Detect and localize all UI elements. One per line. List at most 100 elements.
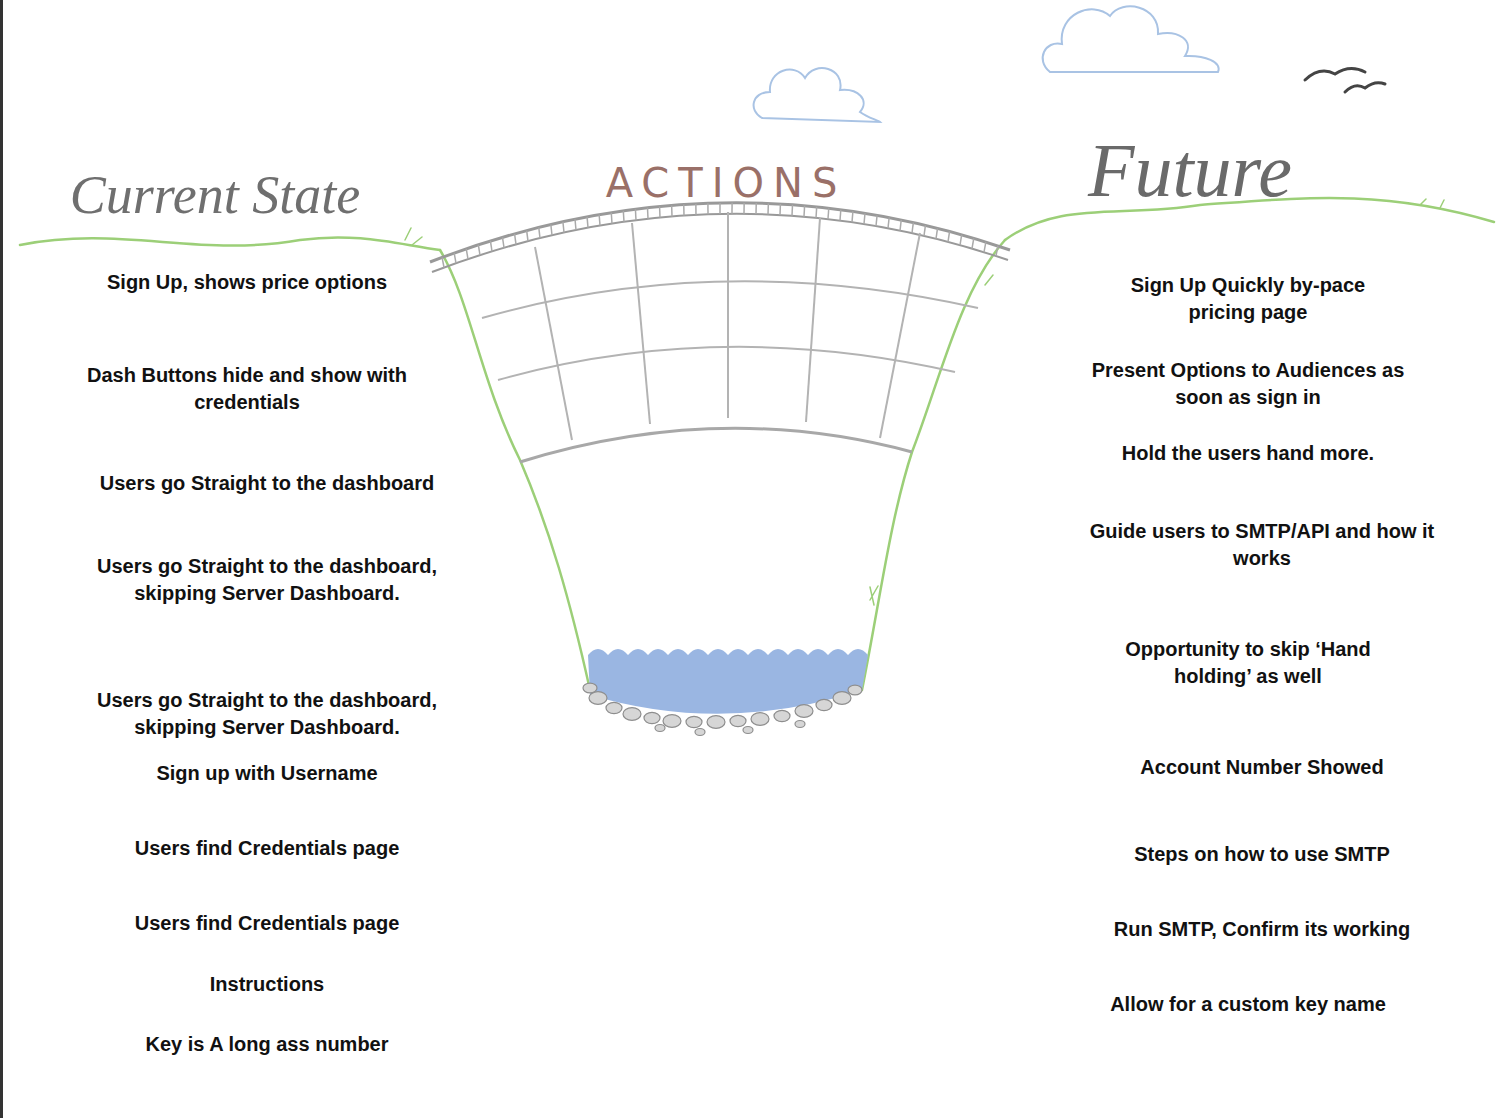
note-text: Allow for a custom key name <box>1110 991 1386 1018</box>
stone <box>848 685 862 695</box>
stone <box>686 716 702 727</box>
cloud <box>754 68 880 122</box>
note-text: Key is A long ass number <box>145 1031 388 1058</box>
stone <box>655 725 665 732</box>
rail-tick <box>791 205 793 216</box>
left-cliff <box>440 250 590 690</box>
bridge-post <box>632 223 650 424</box>
rail-tick <box>598 215 600 226</box>
bridge-post <box>727 212 729 418</box>
rail-tick <box>839 210 841 221</box>
rail-tick <box>960 235 962 245</box>
note-text: Sign Up, shows price options <box>107 269 387 296</box>
note-text: Instructions <box>210 971 324 998</box>
rail-tick <box>539 227 540 238</box>
rail-tick <box>442 257 444 267</box>
stone <box>816 699 832 710</box>
grass-tufts <box>405 199 1444 605</box>
bridge-rail-bottom <box>432 214 1008 272</box>
note-text: Dash Buttons hide and show with credenti… <box>87 362 407 416</box>
page-edge <box>0 0 3 1118</box>
stones <box>583 683 862 735</box>
bridge-post <box>806 218 820 422</box>
rail-tick <box>936 228 938 238</box>
rail-tick <box>527 231 528 242</box>
note-text: Users go Straight to the dashboard <box>100 470 434 497</box>
rail-tick <box>466 249 468 259</box>
rail-tick <box>683 205 685 216</box>
bridge-rail-top <box>430 203 1010 262</box>
note-text: Users go Straight to the dashboard, skip… <box>71 553 463 607</box>
rail-tick <box>972 238 974 248</box>
note-text: Users find Credentials page <box>135 835 400 862</box>
water <box>583 649 868 736</box>
bridge-arch <box>520 428 912 462</box>
ground-lines <box>20 198 1494 690</box>
rail-tick <box>827 208 829 219</box>
birds <box>1305 68 1385 92</box>
right-cliff <box>862 240 1005 690</box>
stone <box>663 715 681 728</box>
heading: Future <box>1088 128 1292 212</box>
rail-tick <box>864 213 865 224</box>
rail-tick <box>515 234 516 244</box>
bridge <box>430 203 1010 462</box>
rail-tick <box>490 241 492 251</box>
note-text: Account Number Showed <box>1140 754 1383 781</box>
note-text: Present Options to Audiences as soon as … <box>1074 357 1422 411</box>
note-text: Guide users to SMTP/API and how it works <box>1088 518 1436 572</box>
bridge-beam <box>498 347 955 380</box>
left-ground <box>20 237 440 250</box>
stone <box>795 721 805 728</box>
rail-tick <box>900 220 901 231</box>
bird <box>1345 83 1385 92</box>
rail-tick <box>984 242 986 252</box>
rail-tick <box>659 207 661 218</box>
stone <box>583 683 597 693</box>
stone <box>707 716 725 729</box>
stone <box>644 712 660 723</box>
note-text: Users find Credentials page <box>135 910 400 937</box>
note-text: Run SMTP, Confirm its working <box>1114 916 1410 943</box>
rail-tick <box>912 223 913 234</box>
rail-tick <box>647 208 649 219</box>
rail-tick <box>454 253 456 263</box>
stone <box>589 692 607 705</box>
rail-tick <box>815 207 817 218</box>
note-text: Users go Straight to the dashboard, skip… <box>71 687 463 741</box>
note-text: Sign up with Username <box>156 760 377 787</box>
rail-tick <box>924 225 925 235</box>
rail-tick <box>586 217 588 228</box>
note-text: Opportunity to skip ‘Hand holding’ as we… <box>1096 636 1401 690</box>
rail-tick <box>851 211 853 222</box>
stone <box>795 705 813 718</box>
stone <box>751 713 769 726</box>
rail-tick <box>478 245 480 255</box>
rail-tick <box>888 218 889 229</box>
stone <box>833 692 851 705</box>
note-text: Steps on how to use SMTP <box>1134 841 1390 868</box>
rail-tick <box>876 215 877 226</box>
rail-tick <box>671 205 673 216</box>
water-body <box>588 649 868 714</box>
cloud <box>1043 6 1219 72</box>
bridge-post <box>880 233 920 438</box>
stone <box>606 702 622 713</box>
clouds <box>754 6 1219 122</box>
stone <box>695 729 705 736</box>
rail-tick <box>575 219 576 230</box>
note-text: Sign Up Quickly by-pace pricing page <box>1123 272 1373 326</box>
stone <box>743 727 753 734</box>
note-text: Hold the users hand more. <box>1122 440 1374 467</box>
rail-tick <box>563 222 564 233</box>
rail-tick <box>635 209 637 220</box>
rail-tick <box>551 225 552 236</box>
rail-tick <box>996 246 998 256</box>
heading: ACTIONS <box>606 160 847 206</box>
stone <box>774 710 790 721</box>
heading: Current State <box>70 165 361 225</box>
bird <box>1305 68 1365 80</box>
rail-tick <box>611 213 613 224</box>
stone <box>730 715 746 726</box>
rail-tick <box>503 237 505 247</box>
